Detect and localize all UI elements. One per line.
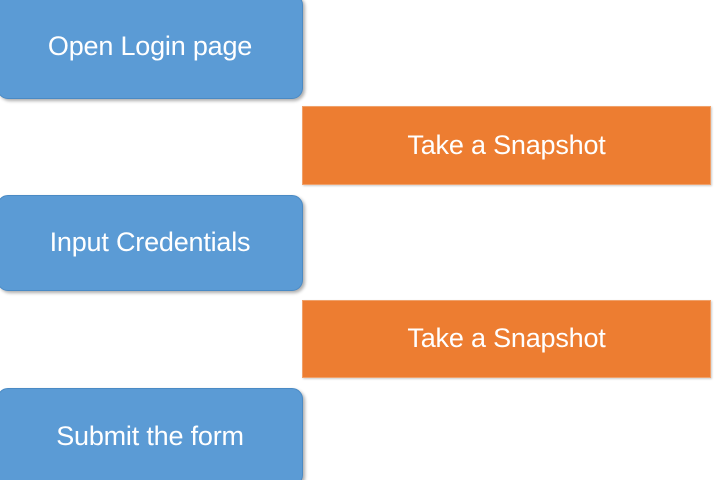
flow-step-snapshot-1[interactable]: Take a Snapshot bbox=[302, 106, 711, 185]
flow-step-label: Submit the form bbox=[56, 421, 244, 452]
flow-step-label: Input Credentials bbox=[49, 227, 251, 258]
flow-step-submit-the-form[interactable]: Submit the form bbox=[0, 388, 303, 480]
flow-step-label: Open Login page bbox=[47, 30, 253, 61]
flow-step-open-login-page[interactable]: Open Login page bbox=[0, 0, 303, 99]
flow-step-snapshot-2[interactable]: Take a Snapshot bbox=[302, 300, 711, 378]
flow-step-label: Take a Snapshot bbox=[407, 323, 606, 354]
flow-step-input-credentials[interactable]: Input Credentials bbox=[0, 195, 303, 291]
flow-step-label: Take a Snapshot bbox=[407, 129, 606, 160]
